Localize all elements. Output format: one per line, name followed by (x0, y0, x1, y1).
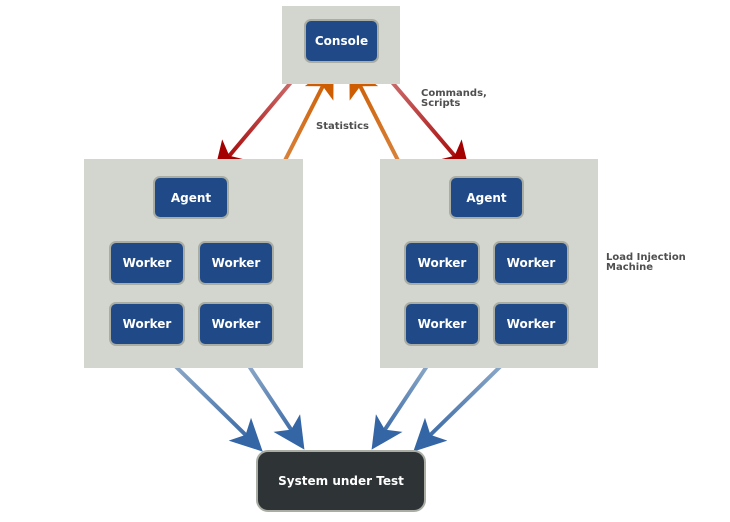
worker-node[interactable]: Worker (198, 241, 274, 285)
load-arrow (241, 355, 305, 450)
system-under-test-node[interactable]: System under Test (256, 450, 426, 512)
agent-node-left[interactable]: Agent (153, 176, 229, 219)
agent-label: Agent (466, 190, 507, 205)
load-injection-machine-label: Load Injection Machine (606, 252, 686, 273)
worker-node[interactable]: Worker (404, 241, 480, 285)
agent-node-right[interactable]: Agent (449, 176, 524, 219)
worker-label: Worker (122, 317, 172, 331)
worker-node[interactable]: Worker (404, 302, 480, 346)
load-arrow (371, 355, 435, 450)
worker-label: Worker (506, 317, 556, 331)
worker-label: Worker (211, 256, 261, 270)
worker-label: Worker (506, 256, 556, 270)
worker-node[interactable]: Worker (198, 302, 274, 346)
console-label: Console (314, 34, 369, 48)
worker-label: Worker (417, 256, 467, 270)
worker-label: Worker (122, 256, 172, 270)
commands-scripts-label: Commands, Scripts (421, 88, 487, 109)
worker-node[interactable]: Worker (493, 302, 569, 346)
agent-label: Agent (170, 190, 212, 205)
load-arrow (164, 355, 263, 452)
commands-arrow-left (213, 66, 305, 175)
load-arrow (413, 355, 512, 452)
worker-label: Worker (417, 317, 467, 331)
worker-node[interactable]: Worker (109, 302, 185, 346)
worker-node[interactable]: Worker (493, 241, 569, 285)
statistics-label: Statistics (316, 121, 369, 132)
commands-arrow-right (378, 66, 471, 175)
worker-node[interactable]: Worker (109, 241, 185, 285)
worker-label: Worker (211, 317, 261, 331)
system-under-test-label: System under Test (278, 474, 404, 488)
console-node[interactable]: Console (304, 19, 379, 63)
